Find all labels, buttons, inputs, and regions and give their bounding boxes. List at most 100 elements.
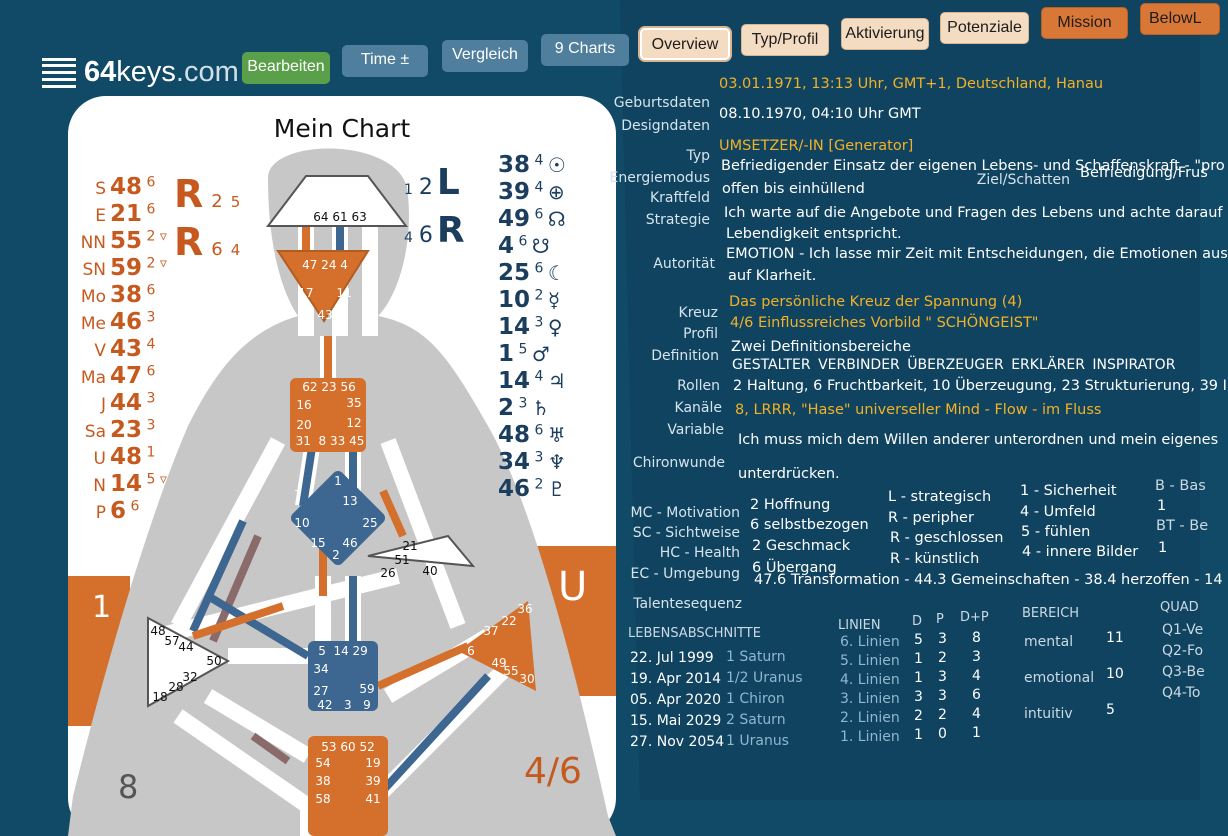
motivation-col5-h2: BT - Be xyxy=(1156,518,1209,534)
design-planet-symbol: NN xyxy=(80,233,106,253)
designdaten-label: Designdaten xyxy=(621,118,710,134)
planet-symbol-icon: ♇ xyxy=(547,477,566,501)
strategie-value-1: Ich warte auf die Angebote und Fragen de… xyxy=(724,205,1223,221)
gate-sp-6: 6 xyxy=(467,644,475,658)
motivation-col5-h1: B - Bas xyxy=(1155,478,1206,494)
nine-charts-button[interactable]: 9 Charts xyxy=(541,34,629,66)
linien-col-dp: D+P xyxy=(960,610,989,625)
head-center xyxy=(265,175,409,227)
bearbeiten-button[interactable]: Bearbeiten xyxy=(242,52,330,84)
planet-symbol-icon: ☊ xyxy=(547,207,566,231)
personality-planet-row: 38 4 ☉ xyxy=(498,152,566,178)
design-planet-line: 1 xyxy=(142,444,156,461)
design-planet-gate: 38 xyxy=(110,282,143,308)
leben-date: 19. Apr 2014 xyxy=(630,671,722,687)
time-button[interactable]: Time ± xyxy=(342,45,428,77)
bereich-name: emotional xyxy=(1024,670,1095,686)
energiemodus-value: Befriedigender Einsatz der eigenen Leben… xyxy=(721,158,1225,174)
personality-planet-gate: 14 xyxy=(498,368,531,394)
gates-throat-12: 12 xyxy=(346,416,362,430)
gates-sacral-bot: 42 3 9 xyxy=(317,698,371,712)
spleen-center xyxy=(147,616,231,708)
quad-item: Q2-Fo xyxy=(1162,643,1204,659)
design-planet-line: 6 xyxy=(142,174,156,191)
linien-d: 5 xyxy=(914,632,923,648)
planet-symbol-icon: ♀ xyxy=(547,315,563,339)
design-planet-line: 2 ▿ xyxy=(142,255,167,272)
logo[interactable]: 64keys.com xyxy=(42,56,239,89)
design-planet-symbol: V xyxy=(94,341,106,361)
planet-symbol-icon: ♄ xyxy=(531,396,550,420)
planet-symbol-icon: ☾ xyxy=(547,261,566,285)
gate-root-38: 38 xyxy=(315,774,331,788)
gate-g-2: 2 xyxy=(332,548,340,562)
autoritaet-value-2: auf Klarheit. xyxy=(728,268,817,284)
gate-root-41: 41 xyxy=(365,792,381,806)
gate-sp-30: 30 xyxy=(519,672,535,686)
personality-planet-gate: 34 xyxy=(498,449,531,475)
gate-spleen-57: 57 xyxy=(164,634,180,648)
tab-potenziale[interactable]: Potenziale xyxy=(940,12,1029,44)
bereich-header: BEREICH xyxy=(1022,606,1080,621)
tab-mission[interactable]: Mission xyxy=(1041,7,1128,39)
gate-sp-37: 37 xyxy=(483,624,499,638)
gate-sacral-27: 27 xyxy=(313,684,329,698)
personality-planet-row: 25 6 ☾ xyxy=(498,260,566,286)
design-planet-line: 6 xyxy=(142,363,156,380)
gates-ajna-mid: 17 11 xyxy=(298,286,352,300)
linien-dp: 1 xyxy=(972,725,981,741)
gates-throat-bot: 31 8 33 45 xyxy=(295,434,365,448)
gate-ego-21: 21 xyxy=(402,539,418,553)
gates-throat-20: 20 xyxy=(296,418,312,432)
bereich-name: intuitiv xyxy=(1024,706,1073,722)
motivation-col4-4: 4 - innere Bilder xyxy=(1022,544,1139,560)
logo-text-keys: keys xyxy=(116,56,176,88)
personality-planet-row: 46 2 ♇ xyxy=(498,476,566,502)
leben-header: LEBENSABSCHNITTE xyxy=(628,626,761,641)
motivation-col4-1: 1 - Sicherheit xyxy=(1020,483,1117,499)
gate-g-46: 46 xyxy=(342,536,358,550)
gates-ajna-bot: 43 xyxy=(317,308,333,322)
personality-planet-line: 3 xyxy=(514,395,532,412)
gate-ego-51: 51 xyxy=(394,553,410,567)
tab-typ-profil[interactable]: Typ/Profil xyxy=(741,24,829,56)
personality-planet-row: 4 6 ☋ xyxy=(498,233,550,259)
profil-label: Profil xyxy=(683,326,718,342)
motivation-col3-1: L - strategisch xyxy=(888,489,992,505)
design-planet-gate: 47 xyxy=(110,363,143,389)
design-planet-symbol: Ma xyxy=(80,368,106,388)
gate-root-58: 58 xyxy=(315,792,331,806)
linien-name: 4. Linien xyxy=(840,672,900,688)
linien-d: 3 xyxy=(914,689,923,705)
leben-date: 15. Mai 2029 xyxy=(630,713,722,729)
tab-belowline[interactable]: BelowL xyxy=(1140,3,1220,35)
bereich-name: mental xyxy=(1024,634,1074,650)
personality-planet-line: 3 xyxy=(530,449,548,466)
typ-label: Typ xyxy=(686,148,710,164)
kraftfeld-label: Kraftfeld xyxy=(649,190,710,206)
design-planet-symbol: Sa xyxy=(84,422,106,442)
personality-planet-gate: 14 xyxy=(498,314,531,340)
hc-value: 2 Geschmack xyxy=(752,538,851,554)
kanaele-label: Kanäle xyxy=(674,400,722,416)
personality-planet-gate: 46 xyxy=(498,476,531,502)
gate-sp-49: 49 xyxy=(491,656,507,670)
personality-planet-row: 49 6 ☊ xyxy=(498,206,566,232)
gate-spleen-44: 44 xyxy=(178,640,194,654)
vergleich-button[interactable]: Vergleich xyxy=(442,40,528,72)
rollen-label: Rollen xyxy=(677,378,720,394)
geburtsdaten-value: 03.01.1971, 13:13 Uhr, GMT+1, Deutschlan… xyxy=(719,76,1104,92)
autoritaet-value-1: EMOTION - Ich lasse mir Zeit mit Entsche… xyxy=(726,246,1228,262)
ziel-value: Befriedigung/Frus xyxy=(1080,165,1208,181)
root-center xyxy=(308,736,388,836)
design-planet-gate: 48 xyxy=(110,174,143,200)
tab-aktivierung[interactable]: Aktivierung xyxy=(841,18,929,50)
tab-overview[interactable]: Overview xyxy=(640,28,730,60)
planet-symbol-icon: ♂ xyxy=(531,342,550,366)
linien-name: 2. Linien xyxy=(840,710,900,726)
personality-planet-gate: 25 xyxy=(498,260,531,286)
gate-ego-26: 26 xyxy=(380,566,396,580)
